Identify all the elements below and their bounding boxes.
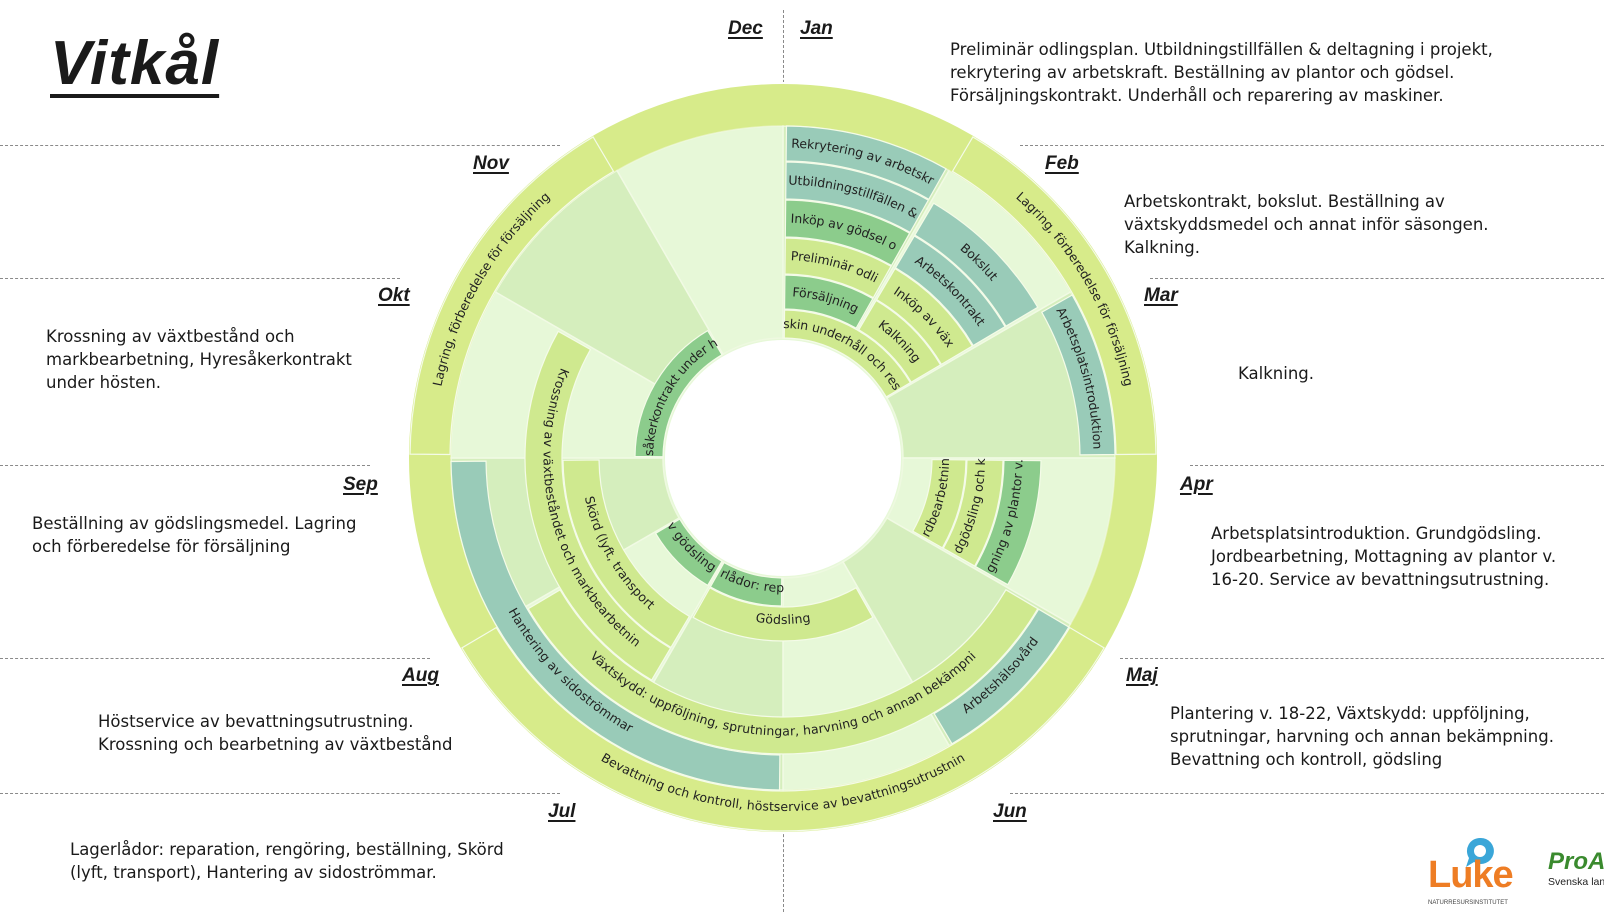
divider-line — [1190, 465, 1604, 466]
activity-segment — [692, 586, 874, 642]
activity-segment — [634, 329, 723, 458]
activity-segment — [409, 136, 615, 456]
speech-bubble-icon — [1466, 837, 1494, 867]
activity-segment — [951, 136, 1157, 456]
wheel-border — [407, 82, 1159, 834]
page-title: Vitkål — [50, 29, 220, 98]
divider-line — [1010, 793, 1604, 794]
activity-segment — [450, 460, 781, 791]
month-label-mar: Mar — [1144, 285, 1178, 306]
activity-segment — [911, 458, 967, 549]
activity-segment — [527, 589, 1039, 755]
month-label-nov: Nov — [473, 153, 509, 174]
proagria-logo: ProAgria Svenska lantbrukssällskapens fö… — [1548, 848, 1604, 912]
luke-logo-subtitle: NATURRESURSINSTITUTET — [1428, 900, 1508, 906]
activity-segment — [1040, 294, 1116, 456]
divider-line — [0, 278, 400, 279]
activity-segment — [894, 235, 1006, 347]
description-maj: Plantering v. 18-22, Växtskydd: uppföljn… — [1170, 704, 1554, 769]
month-label-jan: Jan — [800, 18, 833, 39]
activity-segment — [562, 459, 691, 649]
activity-segment — [461, 626, 1105, 832]
activity-segment — [784, 237, 892, 299]
divider-line — [0, 793, 560, 794]
activity-segment — [709, 561, 783, 607]
activity-segment — [875, 267, 974, 366]
divider-line — [1150, 278, 1604, 279]
activity-segment — [785, 161, 930, 234]
activity-label: Gödsling — [755, 610, 811, 627]
activity-segment — [933, 608, 1070, 745]
divider-line — [0, 658, 430, 659]
month-label-dec: Dec — [728, 18, 763, 39]
month-label-apr: Apr — [1180, 474, 1213, 495]
month-label-feb: Feb — [1045, 153, 1079, 174]
description-apr: Arbetsplatsintroduktion. Grundgödsling. … — [1211, 524, 1557, 589]
description-jul: Lagerlådor: reparation, rengöring, bestä… — [70, 840, 504, 882]
activity-segment — [785, 125, 947, 201]
month-label-jun: Jun — [993, 801, 1027, 822]
month-label-aug: Aug — [402, 665, 439, 686]
description-jan: Preliminär odlingsplan. Utbildningstillf… — [950, 40, 1493, 105]
month-label-sep: Sep — [343, 474, 378, 495]
description-sep: Beställning av gödslingsmedel. Lagring o… — [32, 514, 357, 556]
activity-segment — [654, 518, 723, 587]
activity-segment — [784, 199, 911, 267]
divider-line — [0, 465, 370, 466]
wheel-center-hole — [665, 340, 901, 576]
divider-line — [1020, 145, 1604, 146]
description-okt: Krossning av växtbestånd och markbearbet… — [46, 327, 352, 392]
divider-line — [1120, 658, 1604, 659]
activity-segment — [524, 330, 672, 681]
divider-line — [0, 145, 560, 146]
proagria-logo-text: ProAgria — [1548, 848, 1604, 875]
activity-segment — [783, 274, 874, 330]
proagria-logo-subtitle: Svenska lantbrukssällskapens förbund — [1548, 876, 1604, 888]
activity-segment — [914, 202, 1039, 327]
activity-segment — [783, 309, 912, 398]
month-sector-bg — [615, 125, 784, 356]
month-label-jul: Jul — [548, 801, 576, 822]
activity-segment — [858, 299, 942, 383]
luke-logo: Luke NATURRESURSINSTITUTET — [1428, 837, 1514, 908]
description-mar: Kalkning. — [1238, 364, 1314, 383]
luke-logo-text: Luke — [1428, 854, 1514, 896]
activity-segment — [942, 459, 1004, 567]
month-label-okt: Okt — [378, 285, 410, 306]
month-label-maj: Maj — [1126, 665, 1158, 686]
activity-segment — [974, 459, 1042, 586]
description-feb: Arbetskontrakt, bokslut. Beställning av … — [1124, 192, 1489, 257]
description-aug: Höstservice av bevattningsutrustning. Kr… — [98, 712, 453, 754]
